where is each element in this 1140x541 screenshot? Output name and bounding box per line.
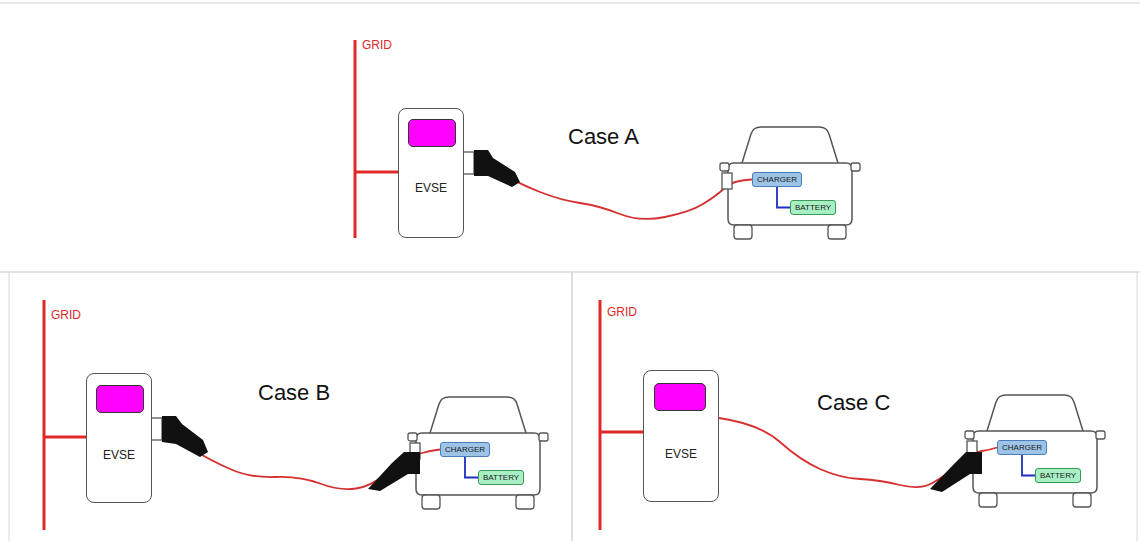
evse-screen [408, 119, 456, 147]
case-title: Case B [258, 380, 330, 406]
evse-station: EVSE [86, 373, 152, 503]
node-text: EVSE [87, 448, 151, 462]
dc-link [777, 187, 790, 208]
battery-box: BATTERY [478, 470, 524, 485]
charger-box: CHARGER [752, 172, 802, 187]
dc-link [465, 457, 478, 478]
evse-station: EVSE [643, 370, 719, 502]
node-text: CHARGER [1002, 443, 1042, 452]
node-text: CHARGER [445, 445, 485, 454]
grid-label: GRID [51, 308, 81, 322]
case-title: Case C [817, 390, 890, 416]
grid-label: GRID [607, 305, 637, 319]
node-text: BATTERY [483, 473, 519, 482]
dc-link [1022, 455, 1035, 476]
node-text: EVSE [399, 181, 463, 195]
node-text: EVSE [644, 447, 718, 461]
node-text: BATTERY [1040, 471, 1076, 480]
case-title: Case A [568, 124, 639, 150]
battery-box: BATTERY [1035, 468, 1081, 483]
evse-screen [96, 385, 144, 413]
charger-box: CHARGER [997, 440, 1047, 455]
charger-box: CHARGER [440, 442, 490, 457]
battery-box: BATTERY [790, 200, 836, 215]
node-text: BATTERY [795, 203, 831, 212]
evse-station: EVSE [398, 108, 464, 238]
node-text: CHARGER [757, 175, 797, 184]
grid-label: GRID [362, 38, 392, 52]
evse-screen [654, 383, 706, 411]
